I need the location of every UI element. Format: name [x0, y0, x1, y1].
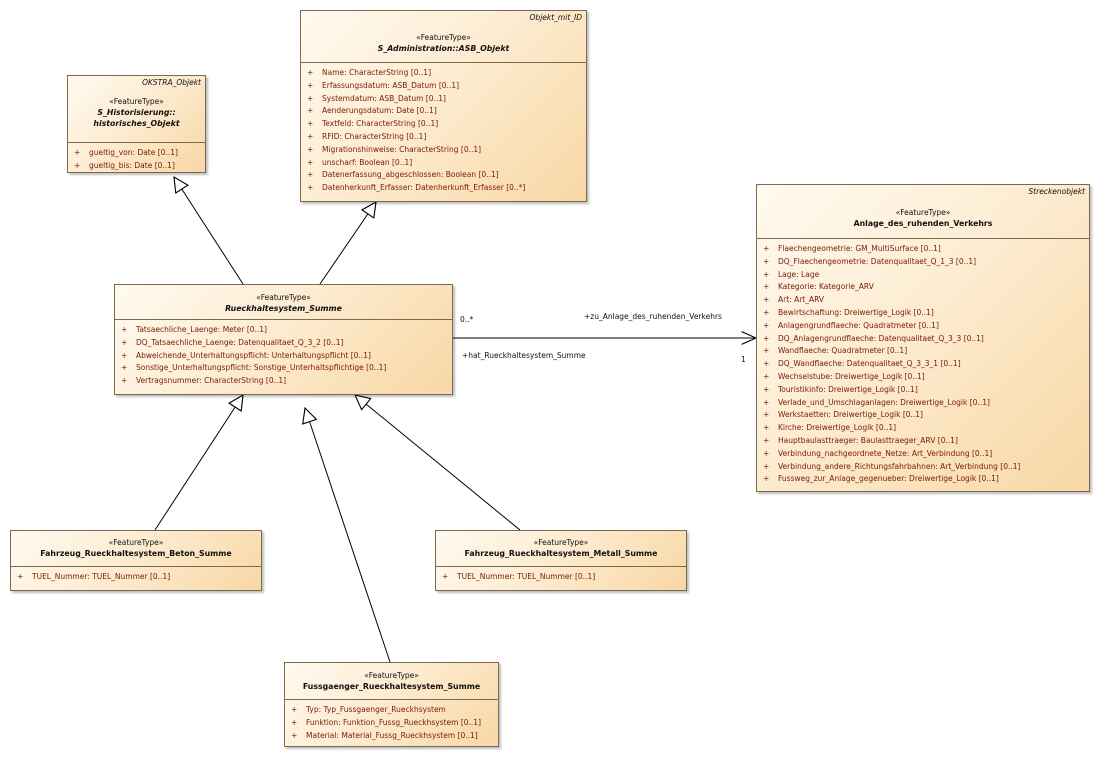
attribute-list: +TUEL_Nummer: TUEL_Nummer [0..1] — [11, 567, 261, 586]
attribute: +Fussweg_zur_Anlage_gegenueber: Dreiwert… — [763, 474, 999, 484]
attribute: +Datenerfassung_abgeschlossen: Boolean [… — [307, 170, 499, 180]
attribute: +Anlagengrundflaeche: Quadratmeter [0..1… — [763, 320, 939, 330]
class-header: OKSTRA_Objekt «FeatureType» S_Historisie… — [68, 76, 205, 143]
attribute: +TUEL_Nummer: TUEL_Nummer [0..1] — [17, 572, 171, 581]
attribute: +Migrationshinweise: CharacterString [0.… — [307, 144, 482, 154]
attribute: +Werkstaetten: Dreiwertige_Logik [0..1] — [763, 410, 923, 420]
class-header: Streckenobjekt «FeatureType» Anlage_des_… — [757, 185, 1089, 239]
association-multiplicity-source: 0..* — [460, 315, 474, 324]
attribute: +Datenherkunft_Erfasser: Datenherkunft_E… — [307, 183, 526, 193]
attribute: +Aenderungsdatum: Date [0..1] — [307, 106, 437, 116]
class-title: Anlage_des_ruhenden_Verkehrs — [853, 219, 993, 228]
attribute: +Kategorie: Kategorie_ARV — [763, 282, 874, 292]
generalization-fussgaenger[interactable] — [305, 408, 391, 663]
generalization-to-historisches-objekt[interactable] — [174, 177, 244, 285]
attribute: +gueltig_von: Date [0..1] — [74, 148, 178, 157]
class-title-line2: historisches_Objekt — [93, 119, 180, 128]
parent-namespace: Streckenobjekt — [1028, 187, 1085, 196]
attribute: +Wechselstube: Dreiwertige_Logik [0..1] — [763, 371, 925, 381]
generalization-beton[interactable] — [154, 395, 243, 531]
attribute: +Vertragsnummer: CharacterString [0..1] — [121, 376, 287, 386]
parent-namespace: OKSTRA_Objekt — [142, 78, 201, 87]
attribute-list: +Tatsaechliche_Laenge: Meter [0..1] +DQ_… — [115, 320, 452, 390]
class-fahrzeug-rueckhaltesystem-metall-summe[interactable]: «FeatureType» Fahrzeug_Rueckhaltesystem_… — [435, 530, 687, 591]
class-title: S_Historisierung:: — [97, 108, 176, 117]
attribute: +Flaechengeometrie: GM_MultiSurface [0..… — [763, 244, 941, 253]
class-title: Fussgaenger_Rueckhaltesystem_Summe — [302, 682, 481, 691]
stereotype-label: «FeatureType» — [364, 671, 419, 680]
attribute: +Erfassungsdatum: ASB_Datum [0..1] — [307, 80, 460, 90]
attribute: +Typ: Typ_Fussgaenger_Rueckhsystem — [291, 705, 446, 714]
attribute-list: +Flaechengeometrie: GM_MultiSurface [0..… — [757, 239, 1089, 488]
class-header: «FeatureType» Rueckhaltesystem_Summe — [115, 285, 452, 320]
attribute: +Verlade_und_Umschlaganlagen: Dreiwertig… — [763, 397, 990, 407]
attribute-list: +TUEL_Nummer: TUEL_Nummer [0..1] — [436, 567, 686, 586]
attribute: +Kirche: Dreiwertige_Logik [0..1] — [763, 423, 897, 433]
class-anlage-des-ruhenden-verkehrs[interactable]: Streckenobjekt «FeatureType» Anlage_des_… — [756, 184, 1090, 492]
attribute: +Abweichende_Unterhaltungspflicht: Unter… — [121, 350, 371, 360]
attribute: +DQ_Wandflaeche: Datenqualitaet_Q_3_3_1 … — [763, 359, 961, 369]
attribute: +DQ_Flaechengeometrie: Datenqualitaet_Q_… — [763, 256, 977, 266]
attribute: +Sonstige_Unterhaltungspflicht: Sonstige… — [121, 363, 387, 373]
stereotype-label: «FeatureType» — [109, 97, 164, 106]
attribute-list: +gueltig_von: Date [0..1] +gueltig_bis: … — [68, 143, 205, 175]
stereotype-label: «FeatureType» — [895, 208, 951, 217]
attribute: +DQ_Anlagengrundflaeche: Datenqualitaet_… — [763, 333, 984, 343]
attribute: +Lage: Lage — [763, 269, 820, 279]
class-rueckhaltesystem-summe[interactable]: «FeatureType» Rueckhaltesystem_Summe +Ta… — [114, 284, 453, 395]
stereotype-label: «FeatureType» — [108, 538, 164, 547]
stereotype-label: «FeatureType» — [533, 538, 589, 547]
attribute: +Verbindung_andere_Richtungsfahrbahnen: … — [763, 461, 1021, 471]
class-header: «FeatureType» Fahrzeug_Rueckhaltesystem_… — [436, 531, 686, 567]
attribute: +Name: CharacterString [0..1] — [307, 68, 431, 77]
attribute: +Material: Material_Fussg_Rueckhsystem [… — [291, 730, 478, 740]
stereotype-label: «FeatureType» — [416, 33, 471, 42]
class-fahrzeug-rueckhaltesystem-beton-summe[interactable]: «FeatureType» Fahrzeug_Rueckhaltesystem_… — [10, 530, 262, 591]
attribute: +TUEL_Nummer: TUEL_Nummer [0..1] — [442, 572, 596, 581]
class-title: Rueckhaltesystem_Summe — [225, 304, 342, 313]
class-fussgaenger-rueckhaltesystem-summe[interactable]: «FeatureType» Fussgaenger_Rueckhaltesyst… — [284, 662, 499, 747]
generalization-metall[interactable] — [355, 395, 521, 531]
class-title: S_Administration::ASB_Objekt — [377, 44, 510, 53]
association-role-source: +hat_Rueckhaltesystem_Summe — [462, 351, 586, 360]
attribute-list: +Name: CharacterString [0..1] +Erfassung… — [301, 63, 586, 197]
association-multiplicity-target: 1 — [741, 355, 746, 364]
class-title: Fahrzeug_Rueckhaltesystem_Metall_Summe — [464, 549, 658, 558]
association-role-target: +zu_Anlage_des_ruhenden_Verkehrs — [584, 312, 722, 321]
attribute: +Wandflaeche: Quadratmeter [0..1] — [763, 346, 908, 356]
parent-namespace: Objekt_mit_ID — [529, 13, 582, 22]
attribute: +unscharf: Boolean [0..1] — [307, 157, 413, 167]
attribute: +gueltig_bis: Date [0..1] — [74, 160, 175, 170]
attribute: +Tatsaechliche_Laenge: Meter [0..1] — [121, 325, 267, 334]
attribute: +Hauptbaulasttraeger: Baulasttraeger_ARV… — [763, 435, 958, 445]
attribute: +Art: Art_ARV — [763, 295, 825, 305]
class-header: «FeatureType» Fahrzeug_Rueckhaltesystem_… — [11, 531, 261, 567]
attribute: +Systemdatum: ASB_Datum [0..1] — [307, 93, 446, 103]
class-asb-objekt[interactable]: Objekt_mit_ID «FeatureType» S_Administra… — [300, 10, 587, 202]
attribute: +Verbindung_nachgeordnete_Netze: Art_Ver… — [763, 448, 993, 458]
class-header: Objekt_mit_ID «FeatureType» S_Administra… — [301, 11, 586, 63]
attribute: +RFID: CharacterString [0..1] — [307, 131, 427, 141]
attribute: +Funktion: Funktion_Fussg_Rueckhsystem [… — [291, 717, 482, 727]
stereotype-label: «FeatureType» — [256, 293, 311, 302]
attribute: +Touristikinfo: Dreiwertige_Logik [0..1] — [763, 384, 918, 394]
attribute: +Bewirtschaftung: Dreiwertige_Logik [0..… — [763, 307, 934, 317]
attribute: +DQ_Tatsaechliche_Laenge: Datenqualitaet… — [121, 337, 344, 347]
attribute-list: +Typ: Typ_Fussgaenger_Rueckhsystem +Funk… — [285, 700, 498, 744]
class-title: Fahrzeug_Rueckhaltesystem_Beton_Summe — [40, 549, 232, 558]
class-historisches-objekt[interactable]: OKSTRA_Objekt «FeatureType» S_Historisie… — [67, 75, 206, 173]
attribute: +Textfeld: CharacterString [0..1] — [307, 119, 439, 129]
class-header: «FeatureType» Fussgaenger_Rueckhaltesyst… — [285, 663, 498, 700]
generalization-to-asb-objekt[interactable] — [319, 202, 376, 285]
